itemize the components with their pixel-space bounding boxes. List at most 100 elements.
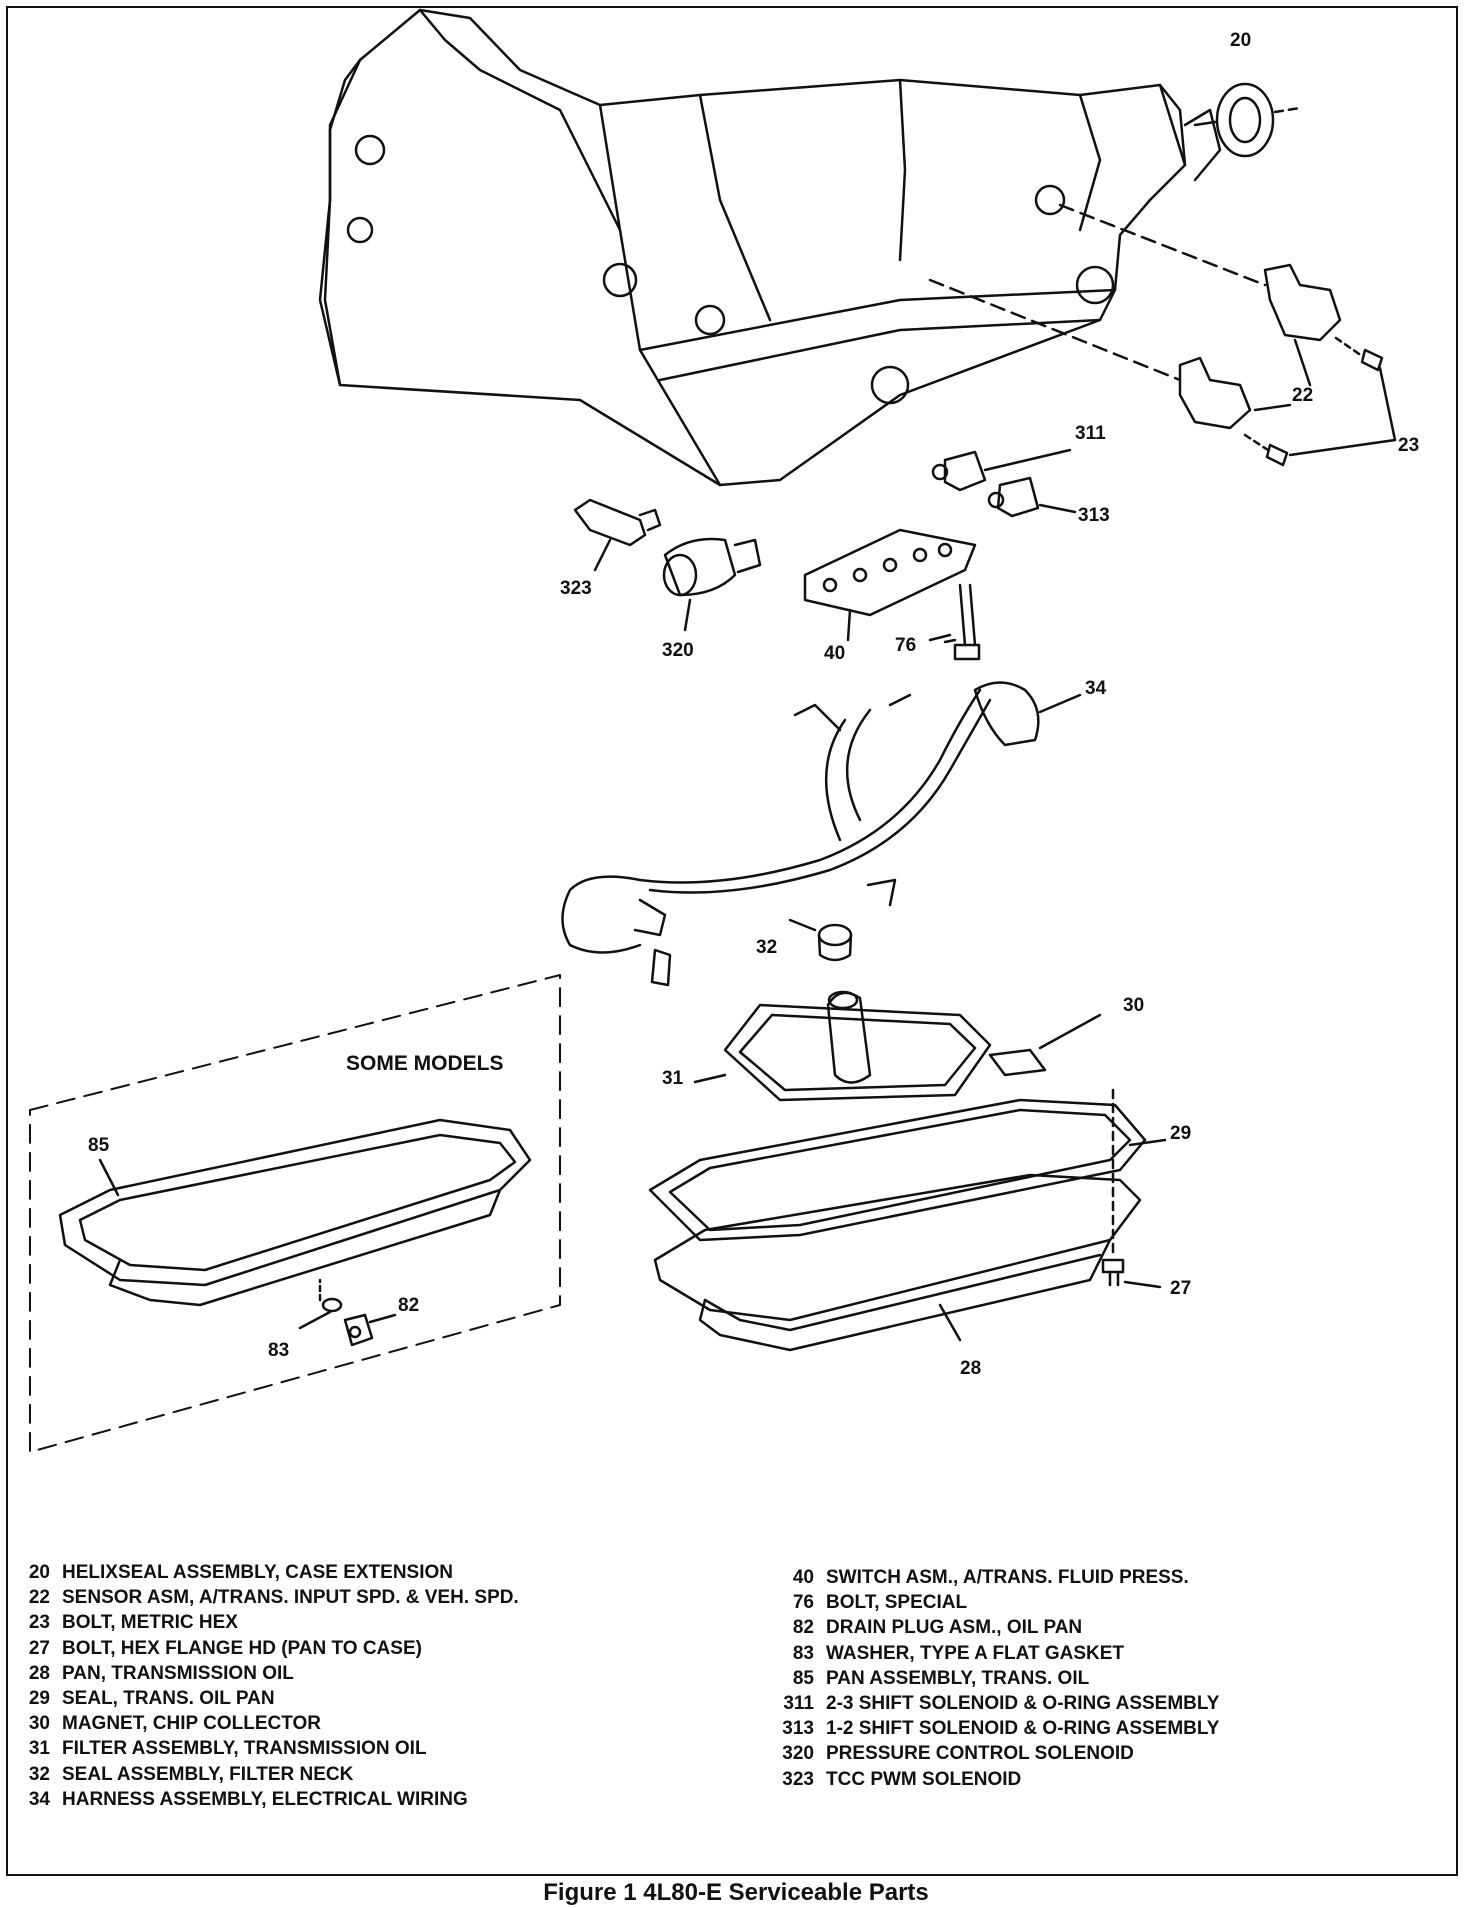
legend-num: 83 xyxy=(792,1642,814,1664)
chip-magnet-part-30 xyxy=(988,1013,1102,1077)
callout-20: 20 xyxy=(1230,30,1252,51)
pan-assembly-part-85 xyxy=(58,1118,532,1307)
special-bolt-part-76 xyxy=(928,583,981,661)
filter-neck-seal-part-32 xyxy=(788,918,853,962)
callout-85: 85 xyxy=(88,1135,110,1156)
callout-313: 313 xyxy=(1078,505,1110,526)
pan-bolt-part-27 xyxy=(1101,1088,1162,1289)
legend-text: BOLT, HEX FLANGE HD (PAN TO CASE) xyxy=(62,1637,422,1659)
callout-320: 320 xyxy=(662,640,694,661)
legend-text: BOLT, METRIC HEX xyxy=(62,1612,238,1634)
callout-32: 32 xyxy=(756,937,778,958)
legend-num: 27 xyxy=(28,1637,50,1659)
legend-num: 23 xyxy=(28,1612,50,1634)
legend-text: WASHER, TYPE A FLAT GASKET xyxy=(826,1642,1125,1664)
legend-text: 2-3 SHIFT SOLENOID & O-RING ASSEMBLY xyxy=(826,1693,1220,1715)
legend-num: 313 xyxy=(782,1718,814,1740)
callout-83: 83 xyxy=(268,1340,290,1361)
legend-num: 320 xyxy=(782,1743,814,1765)
legend-text: PAN, TRANSMISSION OIL xyxy=(62,1662,294,1684)
callout-34: 34 xyxy=(1085,678,1107,699)
pressure-switch-part-40 xyxy=(803,528,977,642)
legend-num: 76 xyxy=(792,1592,814,1614)
legend-text: TCC PWM SOLENOID xyxy=(826,1768,1022,1790)
legend-text: SEAL ASSEMBLY, FILTER NECK xyxy=(62,1763,354,1785)
oil-filter-part-31 xyxy=(693,990,992,1102)
legend-row: 85 PAN ASSEMBLY, TRANS. OIL xyxy=(770,1666,1219,1691)
legend-row: 40 SWITCH ASM., A/TRANS. FLUID PRESS. xyxy=(770,1565,1219,1590)
legend-row: 20 HELIXSEAL ASSEMBLY, CASE EXTENSION xyxy=(6,1560,519,1585)
legend-row: 76 BOLT, SPECIAL xyxy=(770,1590,1219,1615)
legend-num: 31 xyxy=(28,1738,50,1760)
legend-row: 30 MAGNET, CHIP COLLECTOR xyxy=(6,1711,519,1736)
figure-frame xyxy=(6,6,1458,1876)
pan-seal-part-29 xyxy=(648,1098,1167,1242)
parts-legend-right: 40 SWITCH ASM., A/TRANS. FLUID PRESS. 76 B… xyxy=(770,1565,1219,1792)
legend-num: 85 xyxy=(792,1667,814,1689)
legend-text: MAGNET, CHIP COLLECTOR xyxy=(62,1713,321,1735)
legend-row: 27 BOLT, HEX FLANGE HD (PAN TO CASE) xyxy=(6,1636,519,1661)
legend-row: 313 1-2 SHIFT SOLENOID & O-RING ASSEMBLY xyxy=(770,1716,1219,1741)
legend-num: 323 xyxy=(782,1768,814,1790)
callout-40: 40 xyxy=(824,643,846,664)
legend-text: 1-2 SHIFT SOLENOID & O-RING ASSEMBLY xyxy=(826,1718,1220,1740)
callout-30: 30 xyxy=(1123,995,1145,1016)
callout-27: 27 xyxy=(1170,1278,1192,1299)
washer-part-83 xyxy=(298,1278,343,1330)
legend-text: HELIXSEAL ASSEMBLY, CASE EXTENSION xyxy=(62,1562,453,1583)
legend-num: 32 xyxy=(28,1763,50,1785)
callout-29: 29 xyxy=(1170,1123,1192,1144)
helixseal-part-20 xyxy=(1193,82,1302,158)
callout-23: 23 xyxy=(1398,435,1420,456)
legend-num: 20 xyxy=(28,1562,50,1583)
callout-76: 76 xyxy=(895,635,917,656)
transmission-case xyxy=(318,8,1222,487)
legend-row: 323 TCC PWM SOLENOID xyxy=(770,1767,1219,1792)
legend-row: 32 SEAL ASSEMBLY, FILTER NECK xyxy=(6,1762,519,1787)
legend-num: 311 xyxy=(783,1693,814,1715)
legend-text: DRAIN PLUG ASM., OIL PAN xyxy=(826,1617,1083,1639)
legend-num: 30 xyxy=(28,1713,50,1735)
solenoid-part-313 xyxy=(987,476,1077,518)
legend-num: 29 xyxy=(28,1688,50,1710)
legend-row: 29 SEAL, TRANS. OIL PAN xyxy=(6,1686,519,1711)
legend-text: FILTER ASSEMBLY, TRANSMISSION OIL xyxy=(62,1738,427,1760)
legend-row: 34 HARNESS ASSEMBLY, ELECTRICAL WIRING xyxy=(6,1787,519,1812)
legend-text: SEAL, TRANS. OIL PAN xyxy=(62,1688,275,1710)
legend-row: 28 PAN, TRANSMISSION OIL xyxy=(6,1661,519,1686)
legend-row: 83 WASHER, TYPE A FLAT GASKET xyxy=(770,1641,1219,1666)
legend-row: 311 2-3 SHIFT SOLENOID & O-RING ASSEMBLY xyxy=(770,1691,1219,1716)
tcc-pwm-solenoid-part-323 xyxy=(573,498,662,572)
speed-sensor-part-22 xyxy=(928,203,1342,430)
legend-text: HARNESS ASSEMBLY, ELECTRICAL WIRING xyxy=(62,1788,468,1810)
callout-311: 311 xyxy=(1075,423,1106,444)
some-models-dashed-box xyxy=(29,974,561,1453)
legend-row: 31 FILTER ASSEMBLY, TRANSMISSION OIL xyxy=(6,1736,519,1761)
pressure-control-solenoid-part-320 xyxy=(662,537,762,632)
callout-22: 22 xyxy=(1292,385,1314,406)
legend-row: 320 PRESSURE CONTROL SOLENOID xyxy=(770,1741,1219,1766)
legend-row: 82 DRAIN PLUG ASM., OIL PAN xyxy=(770,1615,1219,1640)
legend-num: 34 xyxy=(28,1788,50,1810)
transmission-pan-part-28 xyxy=(653,1173,1142,1352)
callout-82: 82 xyxy=(398,1295,420,1316)
legend-num: 40 xyxy=(792,1567,814,1588)
legend-num: 28 xyxy=(28,1662,50,1684)
legend-num: 82 xyxy=(792,1617,814,1639)
solenoid-part-311 xyxy=(931,448,1072,492)
legend-text: BOLT, SPECIAL xyxy=(826,1592,968,1614)
legend-text: SWITCH ASM., A/TRANS. FLUID PRESS. xyxy=(826,1567,1189,1588)
legend-row: 22 SENSOR ASM, A/TRANS. INPUT SPD. & VEH.… xyxy=(6,1585,519,1610)
drain-plug-part-82 xyxy=(343,1313,397,1347)
legend-text: PRESSURE CONTROL SOLENOID xyxy=(826,1743,1134,1765)
legend-text: PAN ASSEMBLY, TRANS. OIL xyxy=(826,1667,1090,1689)
callout-28: 28 xyxy=(960,1358,982,1379)
figure-caption: Figure 1 4L80-E Serviceable Parts xyxy=(543,1879,929,1906)
legend-row: 23 BOLT, METRIC HEX xyxy=(6,1610,519,1635)
callout-31: 31 xyxy=(662,1068,684,1089)
wiring-harness-part-34 xyxy=(561,681,1082,987)
legend-num: 22 xyxy=(28,1587,50,1609)
legend-text: SENSOR ASM, A/TRANS. INPUT SPD. & VEH. S… xyxy=(62,1587,519,1609)
